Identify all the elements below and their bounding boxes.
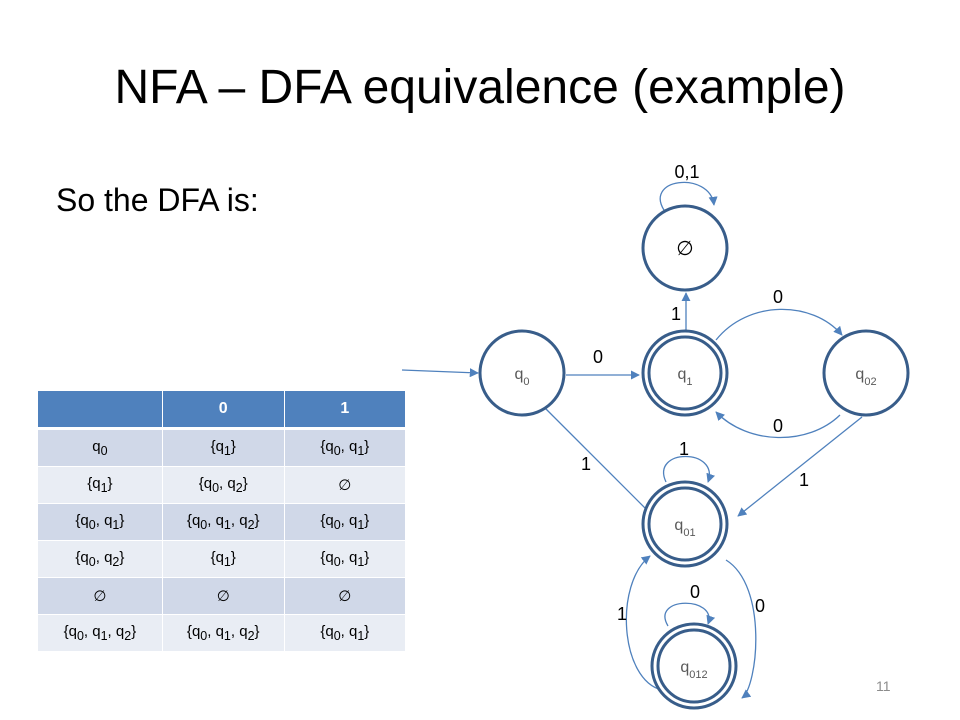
table-cell-on-1: ∅ bbox=[283, 577, 407, 615]
table-cell-on-1: {q0, q1} bbox=[283, 540, 407, 578]
edge-q012-loop bbox=[664, 602, 716, 627]
table-cell-on-0: {q1} bbox=[161, 428, 285, 467]
edge-label-q012-loop: 0 bbox=[690, 582, 700, 602]
edge-q1-q02 bbox=[715, 308, 843, 341]
start-arrow bbox=[401, 368, 479, 378]
state-label-empty: ∅ bbox=[676, 238, 693, 260]
table-cell-on-0: {q0, q1, q2} bbox=[161, 614, 285, 652]
table-header-row: 0 1 bbox=[37, 390, 407, 430]
edge-empty-loop bbox=[659, 181, 718, 214]
edge-label-q02-q1: 0 bbox=[773, 416, 783, 436]
table-body: q0{q1}{q0, q1}{q1}{q0, q2}∅{q0, q1}{q0, … bbox=[37, 428, 407, 652]
edge-q02-q1 bbox=[715, 411, 841, 439]
edge-label-q02-q01: 1 bbox=[799, 470, 809, 490]
table-cell-state: {q0, q1, q2} bbox=[37, 614, 163, 652]
table-cell-state: {q0, q1} bbox=[37, 503, 163, 541]
table-cell-state: q0 bbox=[37, 428, 163, 467]
state-q02 bbox=[822, 329, 910, 417]
subtitle: So the DFA is: bbox=[56, 182, 259, 218]
page-number: 11 bbox=[876, 678, 891, 694]
table-cell-on-1: ∅ bbox=[283, 466, 407, 504]
header-cell-1: 1 bbox=[283, 390, 407, 430]
edge-label-q01-q012: 0 bbox=[755, 596, 765, 616]
header-cell-state bbox=[37, 390, 163, 430]
table-cell-on-1: {q0, q1} bbox=[283, 428, 407, 467]
table-row: {q1}{q0, q2}∅ bbox=[37, 466, 407, 504]
table-cell-on-0: {q1} bbox=[161, 540, 285, 578]
table-row: {q0, q1, q2}{q0, q1, q2}{q0, q1} bbox=[37, 614, 407, 652]
table-row: {q0, q1}{q0, q1, q2}{q0, q1} bbox=[37, 503, 407, 541]
table-cell-on-0: {q0, q2} bbox=[161, 466, 285, 504]
edge-q01-q012 bbox=[725, 559, 757, 699]
table-row: ∅∅∅ bbox=[37, 577, 407, 615]
edge-label-q1-empty: 1 bbox=[671, 304, 681, 324]
table-cell-on-0: ∅ bbox=[161, 577, 285, 615]
table-row: {q0, q2}{q1}{q0, q1} bbox=[37, 540, 407, 578]
state-q012-inner bbox=[656, 628, 732, 704]
edge-label-q01-loop: 1 bbox=[679, 439, 689, 459]
state-label-q012: q012 bbox=[680, 659, 707, 681]
edge-label-q0-q01: 1 bbox=[581, 454, 591, 474]
table-cell-state: {q1} bbox=[37, 466, 163, 504]
slide-title: NFA – DFA equivalence (example) bbox=[114, 61, 846, 114]
edge-label-q0-q1: 0 bbox=[593, 347, 603, 367]
table-cell-on-0: {q0, q1, q2} bbox=[161, 503, 285, 541]
edge-q02-q01 bbox=[737, 416, 863, 517]
state-q0 bbox=[478, 329, 566, 417]
state-label-q02: q02 bbox=[855, 366, 876, 388]
table-cell-on-1: {q0, q1} bbox=[283, 614, 407, 652]
edge-label-q012-q01: 1 bbox=[617, 604, 627, 624]
edge-label-q1-q02: 0 bbox=[773, 287, 783, 307]
table-cell-state: {q0, q2} bbox=[37, 540, 163, 578]
transition-table: 0 1 q0{q1}{q0, q1}{q1}{q0, q2}∅{q0, q1}{… bbox=[37, 390, 407, 652]
edge-q01-loop bbox=[663, 455, 716, 483]
edge-q012-q01 bbox=[625, 555, 663, 691]
edge-q0-q01 bbox=[544, 407, 653, 516]
state-label-q1: q1 bbox=[677, 366, 692, 388]
state-label-q01: q01 bbox=[674, 517, 695, 539]
table-row: q0{q1}{q0, q1} bbox=[37, 428, 407, 467]
table-cell-on-1: {q0, q1} bbox=[283, 503, 407, 541]
header-cell-0: 0 bbox=[161, 390, 285, 430]
edge-label-empty-loop: 0,1 bbox=[674, 162, 699, 182]
state-empty bbox=[641, 204, 729, 292]
table-cell-state: ∅ bbox=[37, 577, 163, 615]
state-label-q0: q0 bbox=[514, 366, 529, 388]
state-q1-inner bbox=[647, 335, 723, 411]
state-q01-inner bbox=[647, 486, 723, 562]
